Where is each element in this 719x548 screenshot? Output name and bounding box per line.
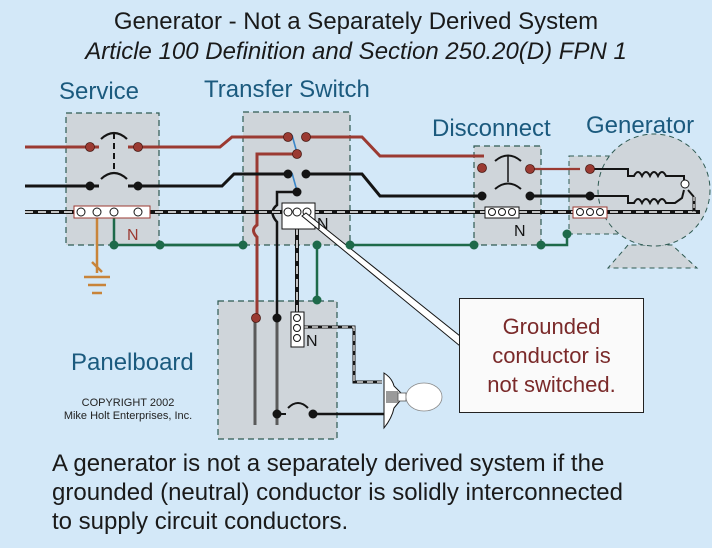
- right-margin: [712, 0, 719, 548]
- callout-line-3: not switched.: [487, 372, 616, 397]
- service-neutral-bar: [73, 205, 151, 219]
- service-label: Service: [59, 78, 140, 105]
- service-enclosure: [65, 112, 160, 246]
- generator-label: Generator: [586, 112, 695, 139]
- lamp-icon: [383, 372, 443, 430]
- red-conductor-gen: [304, 135, 484, 158]
- callout-line-1: Grounded: [502, 314, 601, 339]
- footer-line-3: to supply circuit conductors.: [52, 508, 349, 535]
- panel-breaker: [287, 402, 309, 409]
- terminals-red: [85, 132, 595, 323]
- generator-windings: [592, 168, 695, 206]
- generator-neutral-bar: [572, 206, 608, 219]
- black-conductor-gen: [304, 172, 484, 198]
- red-conductor-service-out: [128, 135, 290, 149]
- black-conductor-service-out: [128, 172, 288, 188]
- disconnect-switch: [494, 154, 522, 190]
- panelboard-label: Panelboard: [71, 349, 194, 376]
- grounding-electrode: [84, 217, 110, 295]
- terminals-black: [85, 169, 595, 419]
- transfer-switch-label: Transfer Switch: [204, 76, 370, 103]
- footer-line-2: grounded (neutral) conductor is solidly …: [52, 479, 623, 506]
- callout-line-2: conductor is: [492, 343, 611, 368]
- copyright-line-1: COPYRIGHT 2002: [81, 397, 175, 409]
- callout-box: Grounded conductor is not switched.: [459, 298, 644, 413]
- disconnect-label: Disconnect: [432, 115, 551, 142]
- red-conductor-load: [252, 152, 296, 315]
- service-switch: [100, 131, 128, 180]
- panel-neutral-marker: N: [306, 333, 318, 350]
- transfer-neutral-marker: N: [317, 216, 329, 233]
- copyright-notice: COPYRIGHT 2002 Mike Holt Enterprises, In…: [55, 397, 201, 423]
- disconnect-neutral-bar: [484, 206, 520, 219]
- generator-winding-junction: [680, 179, 690, 189]
- generator-body: [568, 133, 711, 269]
- footer-caption: A generator is not a separately derived …: [52, 449, 712, 536]
- diagram-title: Generator - Not a Separately Derived Sys…: [113, 8, 599, 35]
- diagram-subtitle: Article 100 Definition and Section 250.2…: [85, 38, 627, 65]
- terminals-green: [109, 229, 572, 305]
- copyright-line-2: Mike Holt Enterprises, Inc.: [63, 410, 193, 422]
- panel-neutral-bar: [290, 311, 305, 348]
- disconnect-neutral-marker: N: [514, 223, 526, 240]
- service-neutral-marker: N: [127, 227, 139, 244]
- footer-line-1: A generator is not a separately derived …: [52, 450, 605, 477]
